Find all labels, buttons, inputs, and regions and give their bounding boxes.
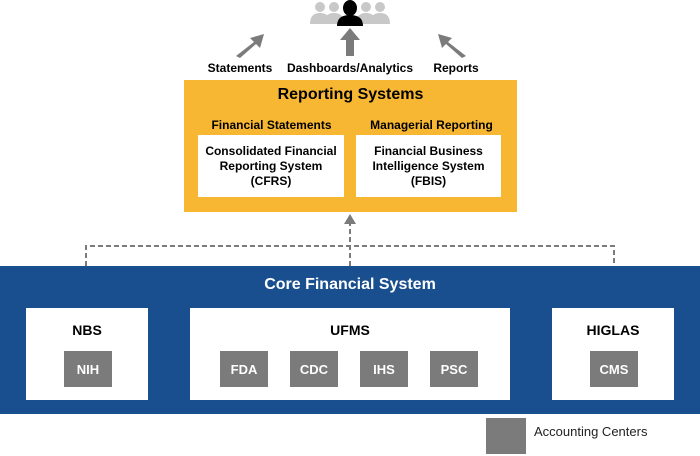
- output-dashboards-analytics: Dashboards/Analytics: [286, 61, 414, 75]
- fbis-line-1: Financial Business: [374, 143, 483, 158]
- system-ufms: UFMS FDA CDC IHS PSC: [190, 308, 510, 400]
- accounting-center-psc: PSC: [430, 351, 478, 387]
- cfrs-line-2: Reporting System: [219, 158, 323, 173]
- fbis-line-2: Intelligence System: [372, 158, 485, 173]
- accounting-center-cms: CMS: [590, 351, 638, 387]
- arrow-up-icon: [340, 28, 360, 56]
- cfrs-box: Consolidated Financial Reporting System …: [198, 135, 344, 197]
- system-nbs: NBS NIH: [26, 308, 148, 400]
- cfrs-line-3: (CFRS): [250, 173, 292, 188]
- system-label: NBS: [72, 322, 102, 338]
- fbis-box: Financial Business Intelligence System (…: [356, 135, 501, 197]
- fbis-line-3: (FBIS): [410, 173, 447, 188]
- legend-label: Accounting Centers: [534, 424, 648, 439]
- accounting-center-fda: FDA: [220, 351, 268, 387]
- system-higlas: HIGLAS CMS: [552, 308, 674, 400]
- accounting-center-nih: NIH: [64, 351, 112, 387]
- arrow-up-left-icon: [438, 34, 466, 58]
- system-label: HIGLAS: [586, 322, 640, 338]
- arrowhead-icon: [344, 214, 356, 224]
- legend-swatch: [486, 418, 526, 454]
- reporting-systems-box: Reporting Systems Financial Statements M…: [184, 80, 517, 212]
- cfrs-line-1: Consolidated Financial: [205, 143, 337, 158]
- output-reports: Reports: [433, 61, 479, 75]
- system-label: UFMS: [330, 322, 370, 338]
- accounting-center-cdc: CDC: [290, 351, 338, 387]
- output-statements: Statements: [207, 61, 273, 75]
- arrow-up-right-icon: [236, 34, 264, 58]
- managerial-reporting-label: Managerial Reporting: [370, 118, 493, 132]
- reporting-systems-title: Reporting Systems: [277, 86, 424, 103]
- core-financial-system-box: Core Financial System NBS NIH UFMS FDA C…: [0, 266, 700, 414]
- financial-statements-label: Financial Statements: [211, 118, 332, 132]
- users-group-icon: [310, 0, 390, 26]
- dashed-connector: [85, 214, 615, 266]
- accounting-center-ihs: IHS: [360, 351, 408, 387]
- core-financial-system-title: Core Financial System: [264, 276, 436, 293]
